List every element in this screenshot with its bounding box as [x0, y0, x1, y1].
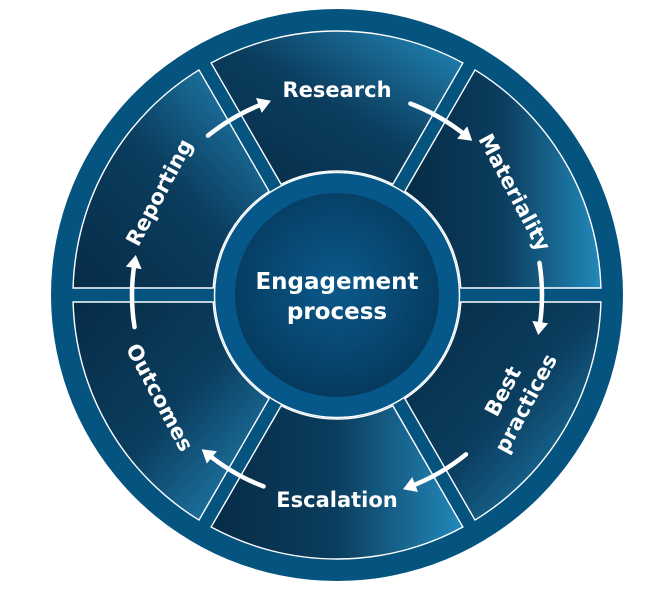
arrow-head-icon — [255, 97, 272, 113]
arrow-reporting-to-research — [205, 97, 272, 138]
arrow-research-to-materiality — [408, 101, 473, 141]
arrow-escalation-to-outcomes — [201, 449, 266, 489]
arrow-materiality-to-best-practices — [532, 260, 549, 335]
arrow-head-icon — [532, 320, 549, 335]
arrow-head-icon — [125, 255, 142, 270]
arrow-head-icon — [201, 449, 217, 464]
center-hub: Engagement process — [213, 171, 461, 419]
segment-label-line: Research — [282, 78, 391, 102]
hub-title-line-2: process — [287, 299, 387, 325]
hub-core — [235, 193, 439, 397]
arrow-shaft — [129, 260, 137, 330]
segment-shape — [210, 404, 464, 560]
arrow-shaft — [537, 260, 545, 330]
arrow-outcomes-to-reporting — [125, 255, 142, 330]
segment-shape — [210, 30, 464, 186]
segment-research: Research — [210, 30, 464, 186]
arrow-head-icon — [457, 126, 473, 141]
arrow-head-icon — [402, 477, 419, 493]
arrow-best-practices-to-escalation — [402, 452, 469, 493]
hub-title-line-1: Engagement — [255, 269, 418, 295]
segment-label-research: Research — [282, 78, 391, 102]
segment-label-line: Escalation — [276, 488, 397, 512]
segment-escalation: Escalation — [210, 404, 464, 560]
flow-arrows — [125, 97, 549, 493]
segment-label-escalation: Escalation — [276, 488, 397, 512]
